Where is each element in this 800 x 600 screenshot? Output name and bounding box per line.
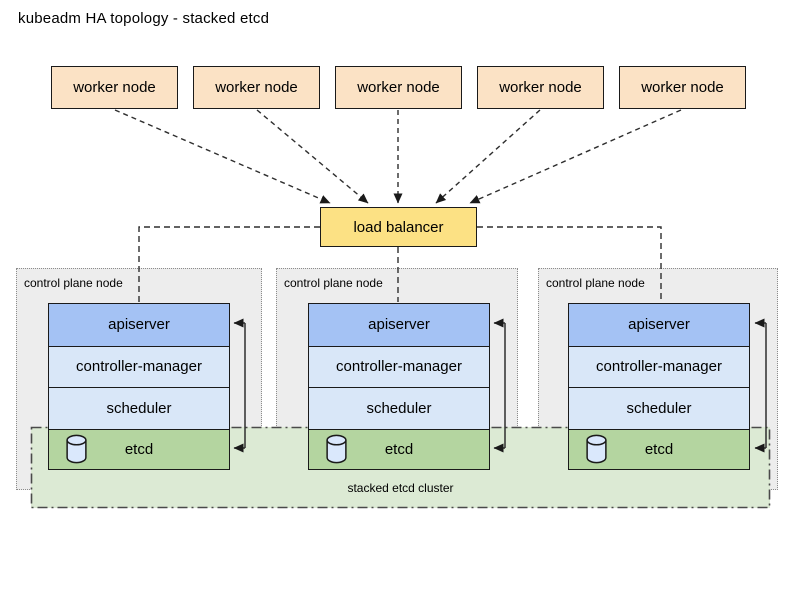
component-row-apiserver: apiserver bbox=[49, 304, 229, 346]
worker-node-box: worker node bbox=[51, 66, 178, 109]
worker-to-lb-arrow bbox=[435, 109, 541, 204]
control-plane-node-label: control plane node bbox=[24, 276, 123, 290]
worker-node-label: worker node bbox=[641, 79, 724, 96]
component-label: scheduler bbox=[366, 399, 432, 417]
control-plane-stack: apiserver controller-manager scheduler e… bbox=[308, 303, 490, 470]
load-balancer-label: load balancer bbox=[353, 218, 444, 236]
worker-node-label: worker node bbox=[357, 79, 440, 96]
component-label: controller-manager bbox=[76, 358, 202, 376]
worker-node-box: worker node bbox=[193, 66, 320, 109]
worker-node-box: worker node bbox=[477, 66, 604, 109]
worker-node-label: worker node bbox=[73, 79, 156, 96]
component-row-scheduler: scheduler bbox=[569, 387, 749, 429]
component-label: apiserver bbox=[628, 316, 690, 334]
component-label: apiserver bbox=[108, 316, 170, 334]
component-row-scheduler: scheduler bbox=[49, 387, 229, 429]
page-title: kubeadm HA topology - stacked etcd bbox=[18, 10, 270, 27]
component-label: scheduler bbox=[626, 399, 692, 417]
component-row-etcd: etcd bbox=[49, 428, 229, 469]
component-row-controller-manager: controller-manager bbox=[309, 345, 489, 387]
worker-node-label: worker node bbox=[499, 79, 582, 96]
component-row-apiserver: apiserver bbox=[309, 304, 489, 346]
component-label: apiserver bbox=[368, 316, 430, 334]
component-row-etcd: etcd bbox=[569, 428, 749, 469]
component-row-apiserver: apiserver bbox=[569, 304, 749, 346]
worker-node-label: worker node bbox=[215, 79, 298, 96]
control-plane-node-label: control plane node bbox=[546, 276, 645, 290]
database-cylinder-icon bbox=[66, 434, 87, 464]
worker-to-lb-arrow bbox=[256, 109, 369, 204]
component-row-controller-manager: controller-manager bbox=[569, 345, 749, 387]
worker-to-lb-arrow bbox=[114, 109, 331, 204]
stacked-etcd-cluster-label: stacked etcd cluster bbox=[347, 481, 454, 495]
component-label: etcd bbox=[124, 440, 154, 458]
worker-node-box: worker node bbox=[619, 66, 746, 109]
worker-to-lb-arrow bbox=[469, 109, 682, 204]
component-row-scheduler: scheduler bbox=[309, 387, 489, 429]
control-plane-stack: apiserver controller-manager scheduler e… bbox=[48, 303, 230, 470]
component-label: etcd bbox=[644, 440, 674, 458]
database-cylinder-icon bbox=[326, 434, 347, 464]
control-plane-stack: apiserver controller-manager scheduler e… bbox=[568, 303, 750, 470]
component-label: controller-manager bbox=[596, 358, 722, 376]
control-plane-node-label: control plane node bbox=[284, 276, 383, 290]
component-row-etcd: etcd bbox=[309, 428, 489, 469]
component-label: scheduler bbox=[106, 399, 172, 417]
load-balancer-box: load balancer bbox=[320, 207, 477, 247]
database-cylinder-icon bbox=[586, 434, 607, 464]
component-label: controller-manager bbox=[336, 358, 462, 376]
component-row-controller-manager: controller-manager bbox=[49, 345, 229, 387]
component-label: etcd bbox=[384, 440, 414, 458]
worker-node-box: worker node bbox=[335, 66, 462, 109]
